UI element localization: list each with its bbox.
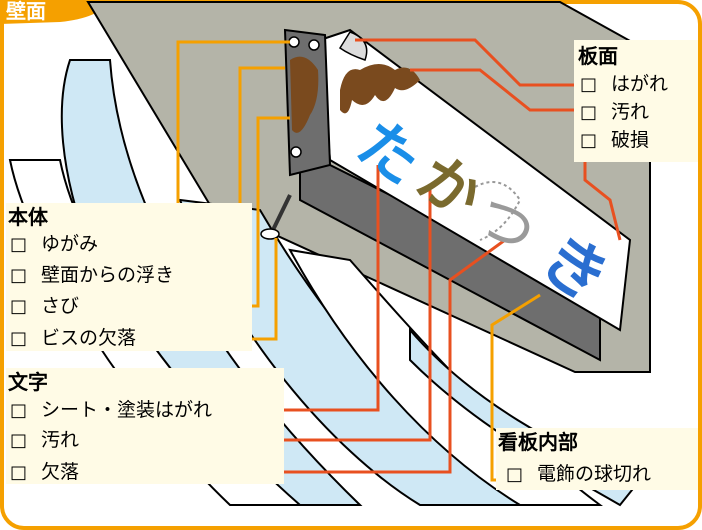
leader-hagare	[355, 38, 575, 87]
checkbox-icon: □	[580, 74, 598, 95]
leader-yogore-face	[410, 68, 575, 112]
checklist-item: □ ゆがみ	[10, 232, 98, 257]
checkbox-icon: □	[506, 464, 524, 485]
checklist-item-label: ビスの欠落	[41, 327, 137, 349]
checkbox-icon: □	[10, 265, 28, 286]
group-heading-interior: 看板内部	[498, 430, 578, 454]
group-heading-characters: 文字	[8, 370, 48, 394]
title-tab: 壁面	[6, 0, 46, 23]
panel-body	[6, 203, 252, 351]
checklist-item-label: 欠落	[41, 461, 80, 483]
checklist-item: □ 破損	[580, 128, 649, 153]
checklist-item: □ 欠落	[10, 460, 79, 485]
checkbox-icon: □	[10, 234, 28, 255]
checklist-item-label: ゆがみ	[41, 233, 99, 255]
checkbox-icon: □	[580, 102, 598, 123]
checkbox-icon: □	[10, 400, 28, 421]
screw-1	[288, 36, 300, 48]
checklist-item: □ 電飾の球切れ	[506, 462, 651, 487]
checklist-item: □ 壁面からの浮き	[10, 263, 174, 288]
checklist-item-label: さび	[41, 295, 80, 317]
checklist-item-label: 破損	[611, 129, 650, 151]
checkbox-icon: □	[10, 462, 28, 483]
group-heading-body: 本体	[8, 205, 48, 229]
group-heading-face: 板面	[578, 44, 618, 68]
title-tab-shape	[0, 0, 110, 24]
fallen-screw-shank	[270, 194, 292, 233]
checklist-item: □ はがれ	[580, 72, 668, 97]
dirt-stain	[340, 64, 420, 114]
leader-sheet	[282, 165, 380, 412]
checklist-item-label: 電飾の球切れ	[537, 463, 652, 485]
checklist-item-label: 壁面からの浮き	[41, 264, 175, 286]
panel-face	[574, 40, 698, 162]
checklist-item: □ シート・塗装はがれ	[10, 398, 212, 423]
checkbox-icon: □	[10, 296, 28, 317]
checklist-item-label: 汚れ	[611, 101, 650, 123]
checklist-item: □ ビスの欠落	[10, 326, 136, 351]
screw-3	[290, 146, 302, 158]
checklist-item: □ 汚れ	[580, 100, 649, 125]
checkbox-icon: □	[10, 430, 28, 451]
checklist-item: □ さび	[10, 294, 79, 319]
panel-interior	[496, 428, 698, 490]
checklist-item: □ 汚れ	[10, 428, 79, 453]
checklist-item-label: はがれ	[611, 73, 669, 95]
checkbox-icon: □	[580, 130, 598, 151]
panel-characters	[6, 368, 284, 484]
checkbox-icon: □	[10, 328, 28, 349]
fallen-screw-head	[260, 228, 280, 240]
rust-patch	[290, 56, 319, 133]
checklist-item-label: 汚れ	[41, 429, 80, 451]
screw-2	[308, 39, 320, 51]
checklist-item-label: シート・塗装はがれ	[41, 399, 213, 421]
